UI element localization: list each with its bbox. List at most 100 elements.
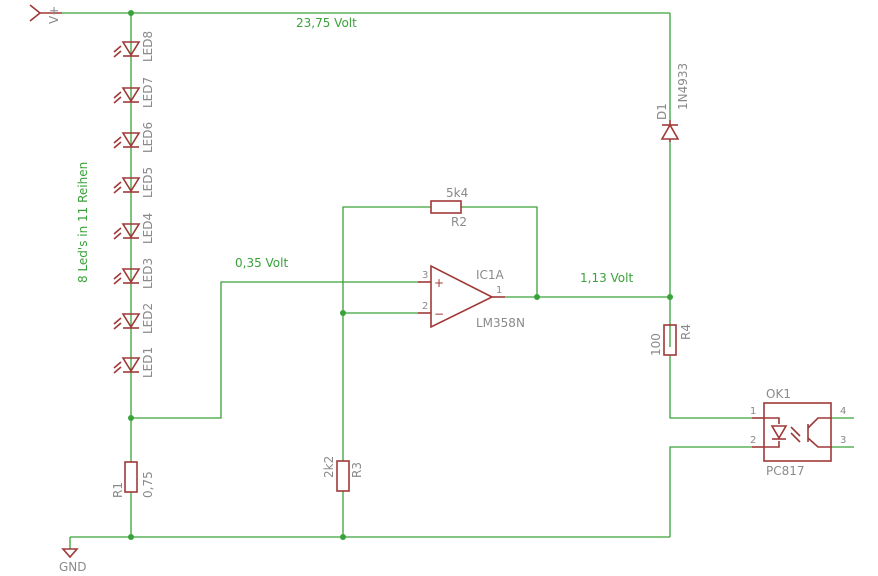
led-label: LED5 <box>141 167 155 198</box>
led-emission-arrow-icon <box>113 181 122 189</box>
resistor-r4: 100 R4 <box>649 324 693 356</box>
r1-value: 0,75 <box>141 471 155 498</box>
opamp-pin1-number: 1 <box>496 285 502 296</box>
ok1-body <box>763 402 832 462</box>
led-symbol: LED8 <box>113 31 155 62</box>
opamp-minus-sign: − <box>434 307 444 321</box>
junction-dot <box>128 10 134 16</box>
r2-value: 5k4 <box>446 186 468 200</box>
opamp-name: IC1A <box>476 268 505 282</box>
led-emission-arrow-icon <box>113 50 122 58</box>
ok1-light-arrow-icon <box>790 432 801 443</box>
opamp-pin3-number: 3 <box>422 270 428 281</box>
ok1-pin3-number: 3 <box>840 435 846 446</box>
supply-symbol: V+ <box>29 4 62 24</box>
diode-d1: D1 1N4933 <box>655 63 690 142</box>
led-icon <box>121 87 141 103</box>
ok1-transistor-emitter <box>807 437 831 448</box>
led-emission-arrow-icon <box>113 186 122 194</box>
led-emission-arrow-icon <box>113 232 122 240</box>
led-emission-arrow-icon <box>113 317 122 325</box>
led-label: LED3 <box>141 258 155 289</box>
led-emission-arrow-icon <box>113 227 122 235</box>
junction-dot <box>667 294 673 300</box>
led-emission-arrow-icon <box>113 136 122 144</box>
led-symbol: LED7 <box>113 77 155 108</box>
led-symbol: LED1 <box>113 347 155 378</box>
wire-sense-line <box>131 281 418 419</box>
ok1-light-arrow-icon <box>790 426 801 437</box>
junction-dot <box>128 534 134 540</box>
supply-voltage-label: 23,75 Volt <box>296 16 357 30</box>
led-icon <box>121 132 141 148</box>
led-emission-arrow-icon <box>113 96 122 104</box>
opamp-part: LM358N <box>476 316 525 330</box>
led-emission-arrow-icon <box>113 277 122 285</box>
resistor-r2: 5k4 R2 <box>430 186 468 229</box>
led-icon <box>121 223 141 239</box>
opamp-plus-sign: + <box>434 276 444 290</box>
opamp-triangle-icon <box>430 264 494 329</box>
led-emission-arrow-icon <box>113 366 122 374</box>
d1-name: D1 <box>655 103 669 120</box>
r3-name: R3 <box>350 462 364 478</box>
junction-dot <box>534 294 540 300</box>
supply-label: V+ <box>47 6 61 24</box>
junction-dot <box>340 534 346 540</box>
wire-feedback-left <box>342 206 431 313</box>
led-string-note: 8 Led's in 11 Reihen <box>76 162 90 283</box>
led-symbol: LED5 <box>113 167 155 198</box>
junctions <box>128 10 673 540</box>
ok1-led-wire-bottom <box>764 441 780 448</box>
led-symbol: LED2 <box>113 303 155 334</box>
led-icon <box>121 41 141 57</box>
r4-value: 100 <box>649 333 663 356</box>
output-voltage-label: 1,13 Volt <box>580 271 633 285</box>
r3-value: 2k2 <box>322 456 336 478</box>
opamp-ic1a: + − 3 2 1 IC1A LM358N <box>418 264 525 330</box>
wires <box>62 12 854 549</box>
resistor-r1: R1 0,75 <box>111 461 155 498</box>
r4-body <box>663 324 677 356</box>
supply-arrow-icon <box>29 4 42 22</box>
led-icon <box>121 313 141 329</box>
r2-body <box>430 200 462 214</box>
ok1-part: PC817 <box>766 464 805 478</box>
led-icon <box>121 268 141 284</box>
ok1-led-wire-top <box>764 417 780 424</box>
led-label: LED1 <box>141 347 155 378</box>
d1-value: 1N4933 <box>676 63 690 110</box>
r4-name: R4 <box>679 324 693 340</box>
junction-dot <box>340 310 346 316</box>
ground-icon <box>61 548 79 559</box>
ok1-transistor-collector <box>807 417 831 429</box>
wire-r4-to-ok1 <box>669 355 752 419</box>
junction-dot <box>128 415 134 421</box>
wire-feedback-right <box>461 206 538 297</box>
led-symbol: LED4 <box>113 213 155 244</box>
ground-label: GND <box>59 560 87 574</box>
r2-name: R2 <box>451 215 467 229</box>
led-emission-arrow-icon <box>113 141 122 149</box>
opamp-pin2-number: 2 <box>422 301 428 312</box>
ok1-pin4-number: 4 <box>840 406 846 417</box>
led-label: LED8 <box>141 31 155 62</box>
ok1-pin1-number: 1 <box>750 406 756 417</box>
led-label: LED6 <box>141 122 155 153</box>
r1-name: R1 <box>111 482 125 498</box>
led-symbol: LED3 <box>113 258 155 289</box>
led-label: LED2 <box>141 303 155 334</box>
ok1-name: OK1 <box>766 387 791 401</box>
led-emission-arrow-icon <box>113 272 122 280</box>
r1-body <box>124 461 138 493</box>
led-label: LED4 <box>141 213 155 244</box>
led-symbol: LED6 <box>113 122 155 153</box>
ok1-led-icon <box>770 425 788 440</box>
d1-diode-icon <box>660 123 680 140</box>
led-label: LED7 <box>141 77 155 108</box>
resistor-r3: 2k2 R3 <box>322 456 364 492</box>
led-emission-arrow-icon <box>113 91 122 99</box>
led-icon <box>121 357 141 373</box>
